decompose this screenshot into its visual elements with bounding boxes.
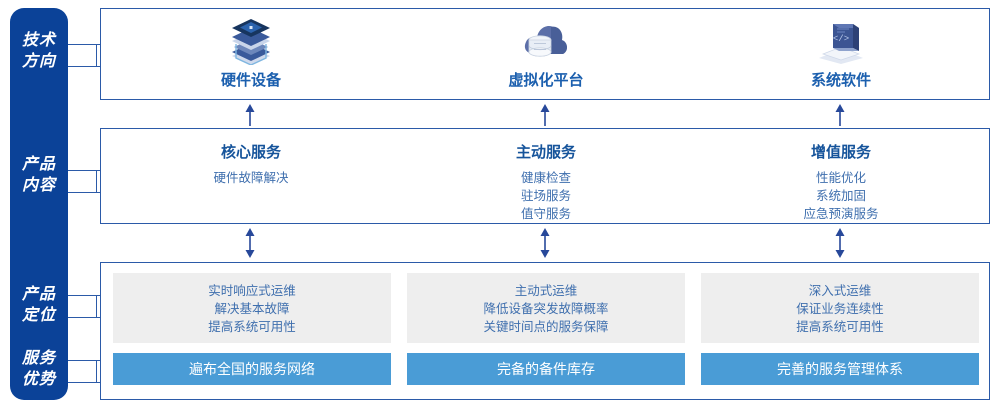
connector-vline [96, 295, 97, 317]
positioning-box-indepth[interactable]: 深入式运维 保证业务连续性 提高系统可用性 [701, 273, 979, 343]
arrow-double-proactive-service [538, 228, 552, 258]
connector-hline [68, 317, 96, 318]
connector-vline [96, 170, 97, 192]
advantage-bar-spare-parts[interactable]: 完备的备件库存 [407, 353, 685, 385]
positioning-line: 保证业务连续性 [796, 302, 884, 316]
sidebar-label-line2: 定位 [21, 307, 56, 324]
content-line: 健康检查 [520, 171, 571, 185]
arrow-up-hardware [243, 104, 257, 126]
sidebar-item-tech-direction[interactable]: 技术 方向 [10, 30, 68, 72]
advantage-bar-management-system[interactable]: 完善的服务管理体系 [701, 353, 979, 385]
arrow-double-core-service [243, 228, 257, 258]
positioning-line: 深入式运维 [808, 284, 872, 298]
tech-column-system-software[interactable]: </> 系统软件 [721, 15, 961, 90]
connector-hline [68, 192, 96, 193]
positioning-advantage-panel: 实时响应式运维 解决基本故障 提高系统可用性 主动式运维 降低设备突发故障概率 … [100, 262, 990, 400]
tech-label-hardware: 硬件设备 [220, 72, 281, 89]
tech-direction-panel: 硬件设备 虚拟化平台 [100, 8, 990, 100]
content-title-proactive-service: 主动服务 [515, 144, 576, 161]
content-line: 硬件故障解决 [213, 171, 289, 185]
sidebar-label-line1: 产品 [21, 286, 56, 303]
cloud-database-icon [426, 15, 666, 67]
positioning-line: 关键时间点的服务保障 [483, 320, 609, 334]
content-line: 值守服务 [520, 207, 571, 221]
sidebar-label-line1: 技术 [21, 32, 56, 49]
sidebar-label-line2: 优势 [21, 371, 56, 388]
connector-vline [96, 360, 97, 382]
content-line: 系统加固 [815, 189, 866, 203]
sidebar-label-line1: 产品 [21, 156, 56, 173]
sidebar-item-service-advantage[interactable]: 服务 优势 [10, 348, 68, 390]
positioning-line: 提高系统可用性 [208, 320, 296, 334]
positioning-line: 主动式运维 [514, 284, 578, 298]
positioning-box-realtime[interactable]: 实时响应式运维 解决基本故障 提高系统可用性 [113, 273, 391, 343]
positioning-line: 解决基本故障 [214, 302, 290, 316]
product-content-panel: 核心服务 硬件故障解决 主动服务 健康检查 驻场服务 值守服务 增值服务 性能优… [100, 128, 990, 224]
content-title-core-service: 核心服务 [220, 144, 281, 161]
positioning-line: 降低设备突发故障概率 [483, 302, 609, 316]
connector-hline [68, 170, 96, 171]
content-column-value-added-service[interactable]: 增值服务 性能优化 系统加固 应急预演服务 [716, 141, 966, 223]
arrow-up-system-software [833, 104, 847, 126]
content-line: 驻场服务 [520, 189, 571, 203]
connector-hline [68, 44, 96, 45]
sidebar-item-product-content[interactable]: 产品 内容 [10, 154, 68, 196]
connector-hline [68, 295, 96, 296]
svg-text:</>: </> [833, 34, 849, 44]
advantage-bar-service-network[interactable]: 遍布全国的服务网络 [113, 353, 391, 385]
content-title-value-added-service: 增值服务 [810, 144, 871, 161]
tech-label-system-software: 系统软件 [810, 72, 871, 89]
connector-hline [68, 66, 96, 67]
sidebar: 技术 方向 产品 内容 产品 定位 服务 优势 [10, 8, 68, 400]
sidebar-label-line1: 服务 [21, 350, 56, 367]
positioning-box-proactive[interactable]: 主动式运维 降低设备突发故障概率 关键时间点的服务保障 [407, 273, 685, 343]
tech-label-virtualization: 虚拟化平台 [508, 72, 584, 89]
connector-hline [68, 360, 96, 361]
positioning-line: 提高系统可用性 [796, 320, 884, 334]
positioning-line: 实时响应式运维 [208, 284, 296, 298]
arrow-double-value-added-service [833, 228, 847, 258]
tech-column-virtualization[interactable]: 虚拟化平台 [426, 15, 666, 90]
connector-hline [68, 382, 96, 383]
tech-column-hardware[interactable]: 硬件设备 [131, 15, 371, 90]
sidebar-label-line2: 方向 [21, 53, 56, 70]
sidebar-label-line2: 内容 [21, 177, 56, 194]
content-line: 性能优化 [815, 171, 866, 185]
sidebar-item-product-positioning[interactable]: 产品 定位 [10, 284, 68, 326]
connector-vline [96, 44, 97, 66]
laptop-code-icon: </> [721, 15, 961, 67]
content-line: 应急预演服务 [803, 207, 879, 221]
server-stack-icon [131, 15, 371, 67]
content-column-proactive-service[interactable]: 主动服务 健康检查 驻场服务 值守服务 [421, 141, 671, 223]
arrow-up-virtualization [538, 104, 552, 126]
content-column-core-service[interactable]: 核心服务 硬件故障解决 [126, 141, 376, 187]
